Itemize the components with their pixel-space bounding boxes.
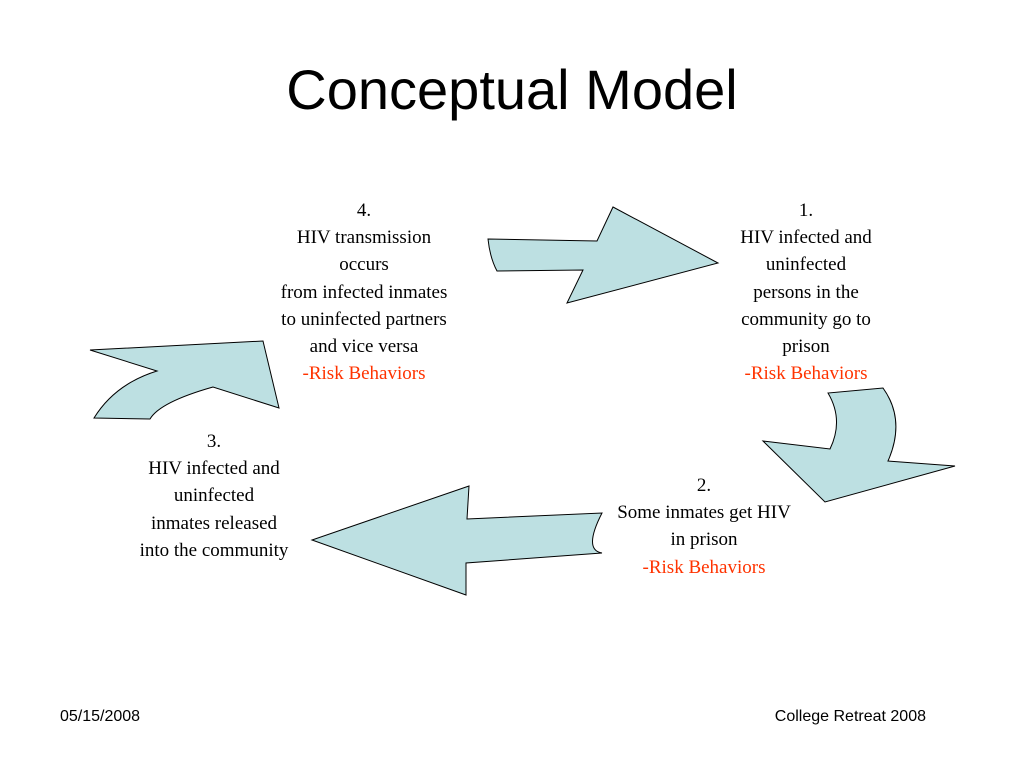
node-4-number: 4. [356,200,372,221]
footer-event: College Retreat 2008 [774,708,926,725]
node-1-line: persons in the [753,281,859,303]
arrow-1-to-2 [761,387,956,503]
node-4-line: occurs [339,254,389,276]
arrow-3-to-4 [89,340,280,420]
node-3-line: inmates released [150,512,278,534]
node-2-line: Some inmates get HIV [617,502,791,524]
node-1-line: HIV infected and [740,227,872,249]
node-2: 2. Some inmates get HIV in prison -Risk … [592,472,816,581]
footer-date: 05/15/2008 [60,708,141,725]
slide-title: Conceptual Model [286,58,738,121]
node-4-line: and vice versa [309,336,419,358]
node-1-line: prison [782,336,830,358]
node-4-line: from infected inmates [280,281,448,303]
node-3-number: 3. [206,431,222,452]
node-1-number: 1. [798,200,814,221]
node-2-risk: -Risk Behaviors [642,556,766,578]
node-2-number: 2. [696,475,712,496]
arrow-2-to-3 [310,485,603,596]
node-4-risk: -Risk Behaviors [302,363,426,385]
node-3-line: into the community [139,539,289,561]
node-4: 4. HIV transmission occurs from infected… [254,197,474,387]
node-1: 1. HIV infected and uninfected persons i… [706,197,906,387]
node-1-line: uninfected [765,254,847,276]
node-3-line: uninfected [173,485,255,507]
node-4-line: to uninfected partners [281,308,447,330]
node-3-line: HIV infected and [148,458,280,480]
arrow-4-to-1 [487,206,720,304]
node-1-risk: -Risk Behaviors [744,363,868,385]
node-3: 3. HIV infected and uninfected inmates r… [114,428,314,564]
node-2-line: in prison [670,529,738,551]
node-4-line: HIV transmission [296,227,432,249]
node-1-line: community go to [741,308,871,330]
